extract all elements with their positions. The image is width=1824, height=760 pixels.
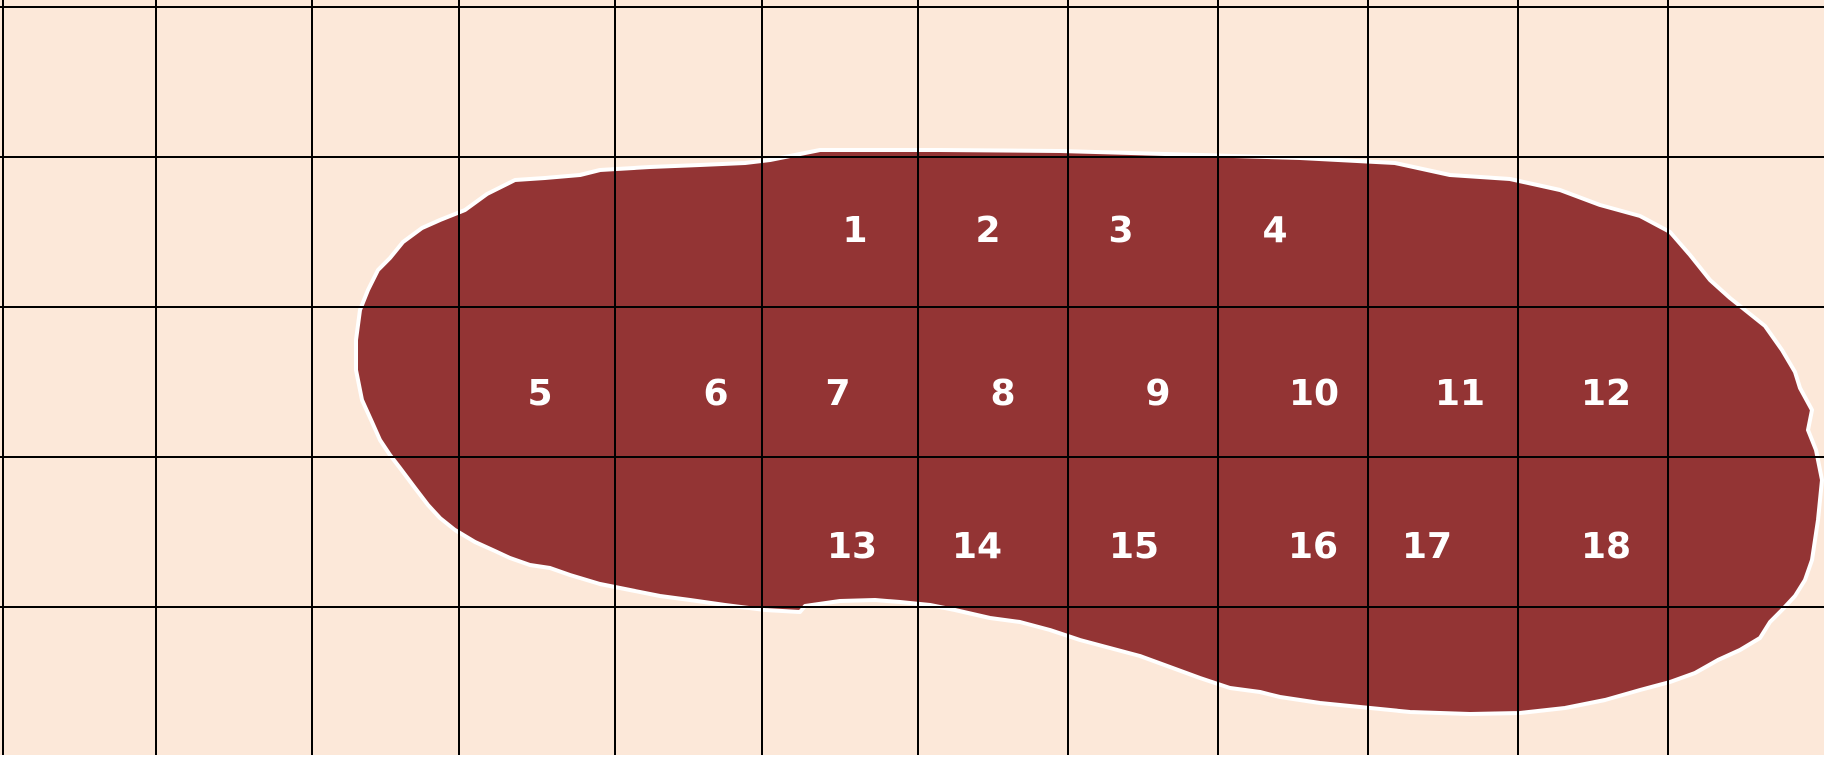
cell-label-14: 14	[952, 526, 1002, 567]
cell-label-8: 8	[990, 373, 1015, 414]
cell-label-11: 11	[1435, 373, 1485, 414]
cell-label-5: 5	[527, 373, 552, 414]
cell-label-17: 17	[1402, 526, 1452, 567]
cell-label-1: 1	[842, 210, 867, 251]
cell-label-2: 2	[975, 210, 1000, 251]
cell-label-3: 3	[1108, 210, 1133, 251]
cell-label-9: 9	[1145, 373, 1170, 414]
cell-label-4: 4	[1262, 210, 1287, 251]
cell-label-6: 6	[703, 373, 728, 414]
cell-label-16: 16	[1288, 526, 1338, 567]
cell-label-7: 7	[825, 373, 850, 414]
cell-label-15: 15	[1109, 526, 1159, 567]
cell-label-18: 18	[1581, 526, 1631, 567]
cell-label-13: 13	[827, 526, 877, 567]
cell-label-10: 10	[1289, 373, 1339, 414]
cell-label-12: 12	[1581, 373, 1631, 414]
